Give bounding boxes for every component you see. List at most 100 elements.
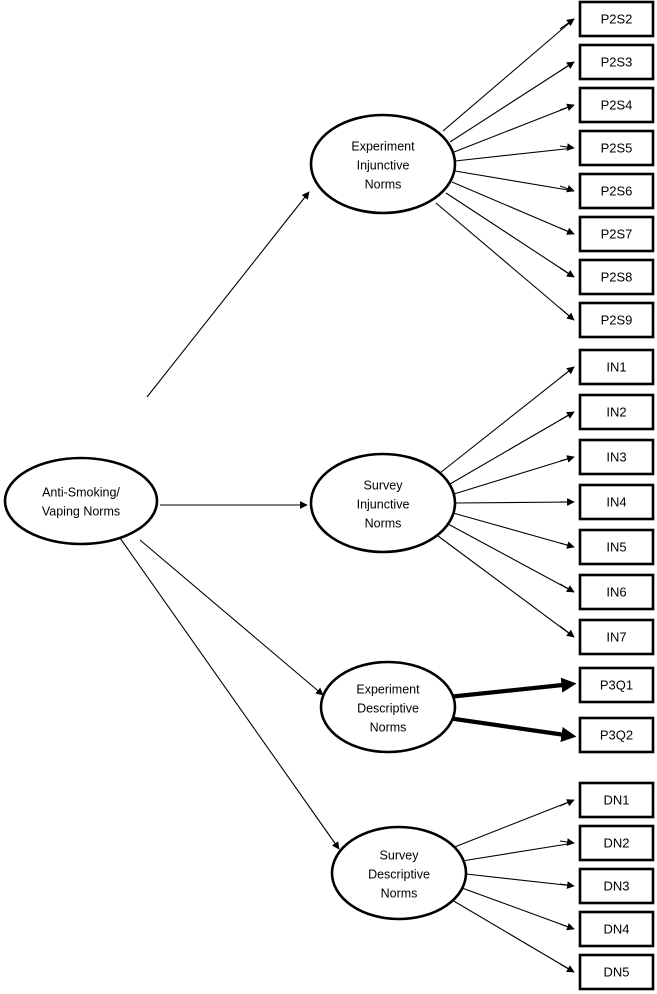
indicator-box[interactable]: IN7 — [578, 618, 655, 656]
structural-edge-layer — [119, 191, 340, 850]
indicator-rect[interactable] — [578, 716, 655, 754]
indicator-box[interactable]: P2S7 — [578, 215, 655, 253]
indicator-rect[interactable] — [578, 618, 655, 656]
indicator-rect[interactable] — [578, 393, 655, 431]
indicator-box[interactable]: IN5 — [578, 528, 655, 566]
indicator-box[interactable]: P3Q2 — [578, 716, 655, 754]
indicator-rect[interactable] — [578, 215, 655, 253]
indicator-rect[interactable] — [578, 301, 655, 339]
latent-label: Descriptive — [368, 867, 430, 881]
loading-edge — [447, 523, 575, 593]
indicator-label: P2S5 — [601, 140, 633, 155]
survey-injunctive-loading-edges — [437, 366, 575, 638]
indicator-box[interactable]: P2S8 — [578, 258, 655, 296]
indicator-box[interactable]: P2S4 — [578, 86, 655, 124]
loading-arrowhead — [559, 583, 575, 593]
latent-label: Experiment — [356, 682, 420, 696]
indicator-rect[interactable] — [578, 258, 655, 296]
loading-arrowhead — [559, 103, 575, 111]
indicator-label: IN7 — [606, 629, 626, 644]
indicator-rect[interactable] — [578, 43, 655, 81]
latent-label: Survey — [380, 848, 420, 862]
indicator-box[interactable]: P2S3 — [578, 43, 655, 81]
loading-edge — [452, 512, 575, 548]
loading-edge — [451, 181, 575, 235]
loading-arrowhead — [559, 185, 575, 193]
indicator-rect[interactable] — [578, 953, 655, 991]
indicator-rect[interactable] — [578, 666, 655, 704]
indicator-rect[interactable] — [578, 348, 655, 386]
indicator-rect[interactable] — [578, 781, 655, 819]
indicator-rect[interactable] — [578, 172, 655, 210]
latent-node-anti-smoking-vaping-norms[interactable]: Anti-Smoking/ Vaping Norms — [3, 456, 159, 546]
loading-edge — [442, 18, 575, 132]
indicator-box[interactable]: P2S5 — [578, 129, 655, 167]
indicator-label: P2S4 — [601, 97, 633, 112]
latent-label: Norms — [370, 720, 407, 734]
indicator-box[interactable]: IN3 — [578, 438, 655, 476]
latent-node-survey-descriptive-norms[interactable]: Survey Descriptive Norms — [330, 825, 468, 921]
latent-label: Norms — [381, 886, 418, 900]
latent-ellipse[interactable] — [330, 825, 468, 921]
latent-node-layer: Anti-Smoking/ Vaping Norms Experiment In… — [3, 113, 468, 921]
latent-label: Experiment — [351, 139, 415, 153]
loading-arrowhead — [559, 307, 575, 321]
latent-node-survey-injunctive-norms[interactable]: Survey Injunctive Norms — [309, 452, 457, 554]
loading-arrowhead — [559, 881, 575, 889]
indicator-box[interactable]: IN4 — [578, 483, 655, 521]
loading-arrowhead — [559, 799, 575, 807]
loading-edge — [461, 887, 575, 930]
measurement-edge-layer — [435, 18, 577, 973]
loading-edge — [449, 411, 575, 485]
loading-edge — [461, 842, 575, 862]
latent-ellipse[interactable] — [309, 113, 457, 215]
indicator-box[interactable]: DN5 — [578, 953, 655, 991]
indicator-rect[interactable] — [578, 528, 655, 566]
indicator-box[interactable]: P2S6 — [578, 172, 655, 210]
loading-arrowhead — [559, 18, 575, 30]
latent-node-experiment-injunctive-norms[interactable]: Experiment Injunctive Norms — [309, 113, 457, 215]
indicator-rect[interactable] — [578, 867, 655, 905]
loading-edge — [454, 170, 575, 192]
indicator-label: P3Q1 — [600, 677, 633, 692]
indicator-box[interactable]: P3Q1 — [578, 666, 655, 704]
indicator-label: P2S3 — [601, 54, 633, 69]
indicator-box[interactable]: P2S9 — [578, 301, 655, 339]
indicator-box[interactable]: IN1 — [578, 348, 655, 386]
indicator-rect[interactable] — [578, 573, 655, 611]
loading-edge — [454, 147, 575, 162]
loading-edge — [437, 535, 575, 638]
latent-ellipse[interactable] — [319, 660, 457, 754]
latent-ellipse[interactable] — [3, 456, 159, 546]
indicator-box[interactable]: DN2 — [578, 824, 655, 862]
indicator-rect[interactable] — [578, 910, 655, 948]
indicator-rect[interactable] — [578, 86, 655, 124]
loading-edge — [447, 677, 577, 700]
indicator-rect[interactable] — [578, 824, 655, 862]
latent-ellipse[interactable] — [309, 452, 457, 554]
indicator-label: IN6 — [606, 584, 626, 599]
indicator-box[interactable]: P2S2 — [578, 0, 655, 38]
loading-edge — [449, 61, 575, 143]
indicator-box[interactable]: IN6 — [578, 573, 655, 611]
indicator-label: IN5 — [606, 539, 626, 554]
loading-arrowhead — [559, 366, 575, 379]
loading-arrowhead — [559, 143, 575, 151]
indicator-label: DN4 — [603, 921, 629, 936]
indicator-box[interactable]: DN3 — [578, 867, 655, 905]
indicator-rect[interactable] — [578, 438, 655, 476]
indicator-box[interactable]: IN2 — [578, 393, 655, 431]
loading-arrowhead — [559, 541, 575, 549]
indicator-rect[interactable] — [578, 129, 655, 167]
loading-arrowhead — [559, 61, 575, 72]
indicator-box[interactable]: DN1 — [578, 781, 655, 819]
indicator-rect[interactable] — [578, 483, 655, 521]
loading-arrowhead — [559, 267, 575, 278]
latent-node-experiment-descriptive-norms[interactable]: Experiment Descriptive Norms — [319, 660, 457, 754]
indicator-rect[interactable] — [578, 0, 655, 38]
loading-edge — [453, 104, 575, 153]
indicator-box[interactable]: DN4 — [578, 910, 655, 948]
loading-arrowhead — [559, 923, 575, 931]
